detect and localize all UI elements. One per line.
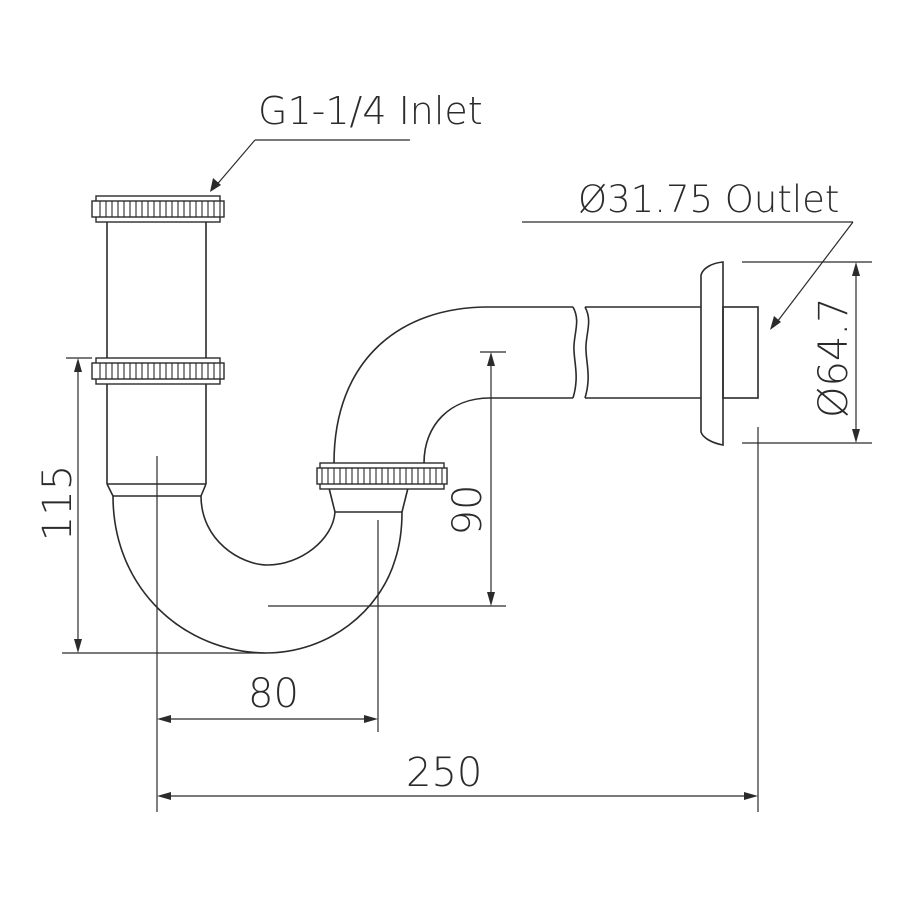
inlet-pipe — [91, 195, 225, 497]
outlet-callout-label: Ø31.75 Outlet — [578, 178, 840, 221]
dim-90-label: 90 — [445, 484, 491, 536]
u-bend — [112, 495, 403, 654]
dim-250-label: 250 — [406, 750, 483, 796]
dim-flange-diameter — [742, 261, 872, 444]
outlet-leader — [522, 221, 854, 330]
middle-nut-ribs — [99, 363, 221, 379]
dim-80 — [156, 456, 379, 812]
inlet-callout-label: G1-1/4 Inlet — [258, 89, 483, 133]
dim-80-label: 80 — [248, 671, 299, 717]
riser-nut-ribs — [321, 468, 443, 484]
wall-flange — [700, 261, 759, 446]
dim-250 — [157, 427, 759, 812]
dim-90 — [268, 351, 506, 607]
dim-115-label: 115 — [35, 464, 81, 542]
top-nut-ribs — [99, 201, 221, 217]
outlet-riser — [316, 462, 448, 513]
outlet-elbow — [333, 306, 701, 464]
dim-flange-diameter-label: Ø64.7 — [811, 297, 857, 418]
dim-115 — [62, 357, 265, 654]
inlet-leader — [210, 139, 410, 192]
